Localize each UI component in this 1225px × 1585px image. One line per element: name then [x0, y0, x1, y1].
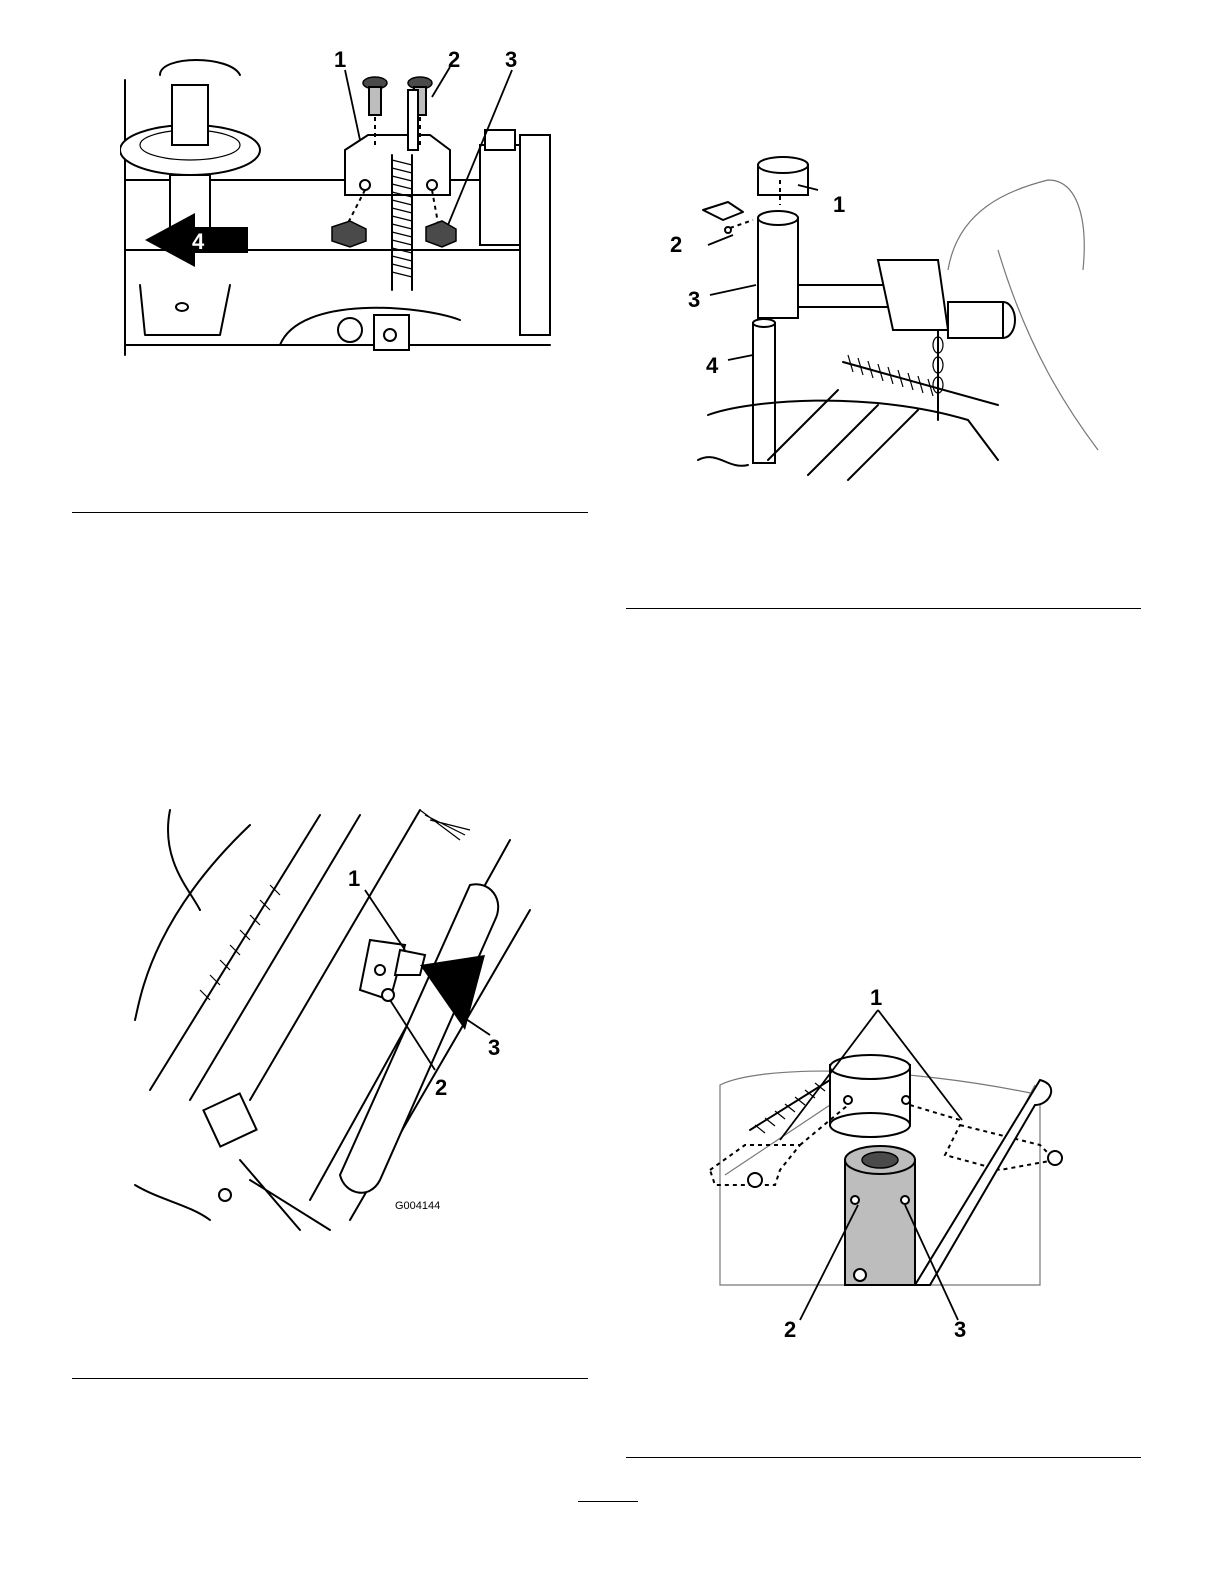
- figure-rule: [626, 1457, 1141, 1458]
- figure-adjuster-bracket: 4 1 2 3: [120, 45, 560, 375]
- callout-1: 1: [348, 866, 360, 891]
- figure-pivot-pins: 1 2 3: [700, 985, 1080, 1340]
- graphic-code: G004144: [395, 1200, 440, 1212]
- figure-rule: [626, 608, 1141, 609]
- callout-4: 4: [706, 353, 719, 378]
- callout-2: 2: [670, 232, 682, 257]
- callout-1: 1: [334, 47, 346, 72]
- figure-rule: [72, 1378, 588, 1379]
- callout-2: 2: [448, 47, 460, 72]
- callout-1: 1: [870, 985, 882, 1010]
- callout-1: 1: [833, 192, 845, 217]
- callout-3: 3: [488, 1035, 500, 1060]
- callout-3: 3: [688, 287, 700, 312]
- callout-4: 4: [192, 229, 205, 254]
- page-number: [578, 1501, 638, 1522]
- figure-rule: [72, 512, 588, 513]
- callout-3: 3: [954, 1317, 966, 1340]
- callout-2: 2: [784, 1317, 796, 1340]
- figure-reel-clip: 1 2 3 G004144: [130, 800, 550, 1240]
- figure-lift-arm-pivot: 1 2 3 4: [668, 150, 1108, 485]
- callout-3: 3: [505, 47, 517, 72]
- callout-2: 2: [435, 1075, 447, 1100]
